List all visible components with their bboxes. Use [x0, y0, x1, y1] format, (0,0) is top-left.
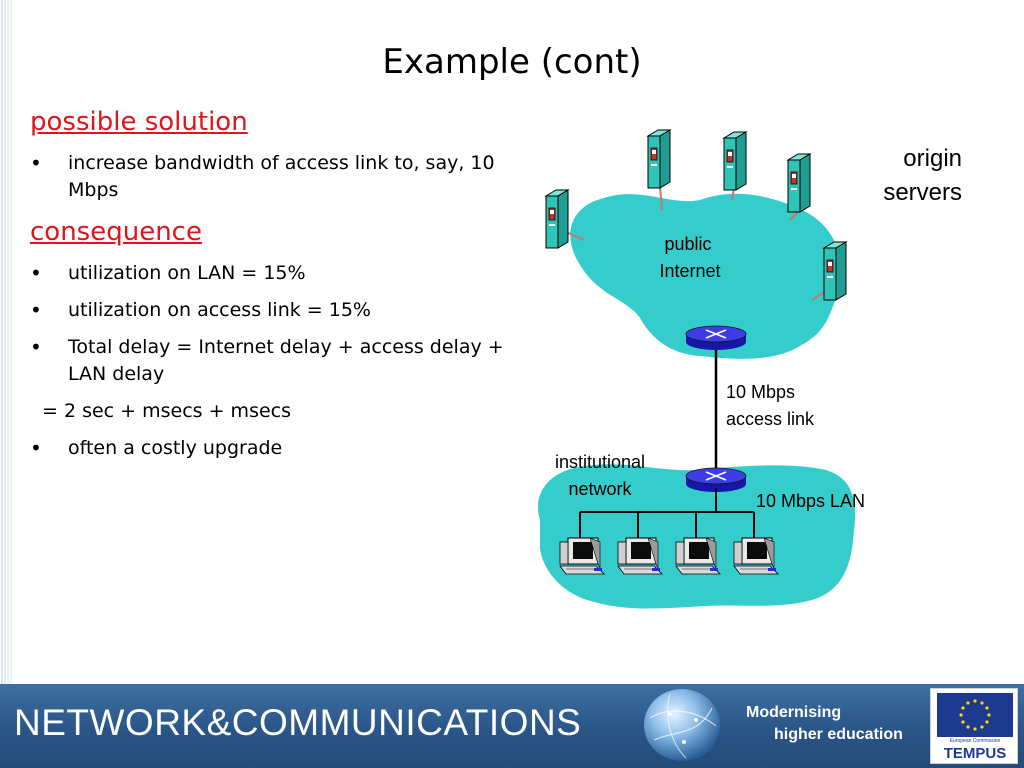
edge-decoration [1, 0, 12, 684]
origin-server [787, 153, 811, 213]
server-link [659, 185, 663, 211]
bullet-item: Total delay = Internet delay + access de… [30, 334, 510, 388]
footer-tagline: Modernising higher education [746, 702, 903, 746]
origin-server [545, 189, 569, 249]
server-link [811, 291, 825, 301]
origin-server [823, 241, 847, 301]
equation-line: = 2 sec + msecs + msecs [42, 400, 292, 422]
lan-computer [559, 537, 605, 575]
public-internet-label: public [664, 234, 711, 254]
bullet-item: often a costly upgrade [30, 435, 510, 462]
bullet-list: increase bandwidth of access link to, sa… [30, 150, 510, 204]
institutional-network-label: institutional [555, 452, 645, 472]
section-consequence: consequence utilization on LAN = 15% uti… [30, 214, 510, 462]
origin-servers-label: servers [883, 179, 962, 206]
bullet-item: utilization on access link = 15% [30, 297, 510, 324]
slide-title: Example (cont) [382, 42, 642, 82]
origin-servers-label: origin [903, 145, 962, 172]
footer-brand: NETWORK&COMMUNICATIONS [14, 702, 582, 743]
internet-router [685, 325, 747, 351]
server-link [565, 231, 585, 241]
logo-name: TEMPUS [943, 745, 1007, 762]
bullet-item: increase bandwidth of access link to, sa… [30, 150, 510, 204]
network-diagram: origin servers public Internet 10 Mbps a… [537, 129, 962, 609]
tagline-line: higher education [774, 726, 903, 743]
eu-flag-icon [937, 693, 1013, 737]
public-internet-label: Internet [659, 261, 720, 281]
lan-computer [617, 537, 663, 575]
lan-computer [733, 537, 779, 575]
bullet-list: utilization on LAN = 15% utilization on … [30, 260, 510, 462]
logo-caption: European Commission [949, 738, 1001, 744]
lan-computer [675, 537, 721, 575]
content-column: possible solution increase bandwidth of … [30, 104, 510, 472]
globe-icon [644, 689, 720, 761]
section-solution: possible solution increase bandwidth of … [30, 104, 510, 204]
section-heading: possible solution [30, 107, 248, 137]
lan-label: 10 Mbps LAN [756, 491, 865, 511]
origin-server [647, 129, 671, 189]
institutional-network-label: network [568, 479, 632, 499]
access-link-label: 10 Mbps [726, 382, 795, 402]
origin-server [723, 131, 747, 191]
bullet-item: utilization on LAN = 15% [30, 260, 510, 287]
section-heading: consequence [30, 217, 202, 247]
access-link-label: access link [726, 409, 815, 429]
footer-bar: NETWORK&COMMUNICATIONS Modernising highe… [0, 684, 1024, 768]
public-internet-cloud [570, 193, 842, 359]
tagline-line: Modernising [746, 704, 842, 721]
tempus-logo: European Commission TEMPUS [930, 688, 1018, 764]
